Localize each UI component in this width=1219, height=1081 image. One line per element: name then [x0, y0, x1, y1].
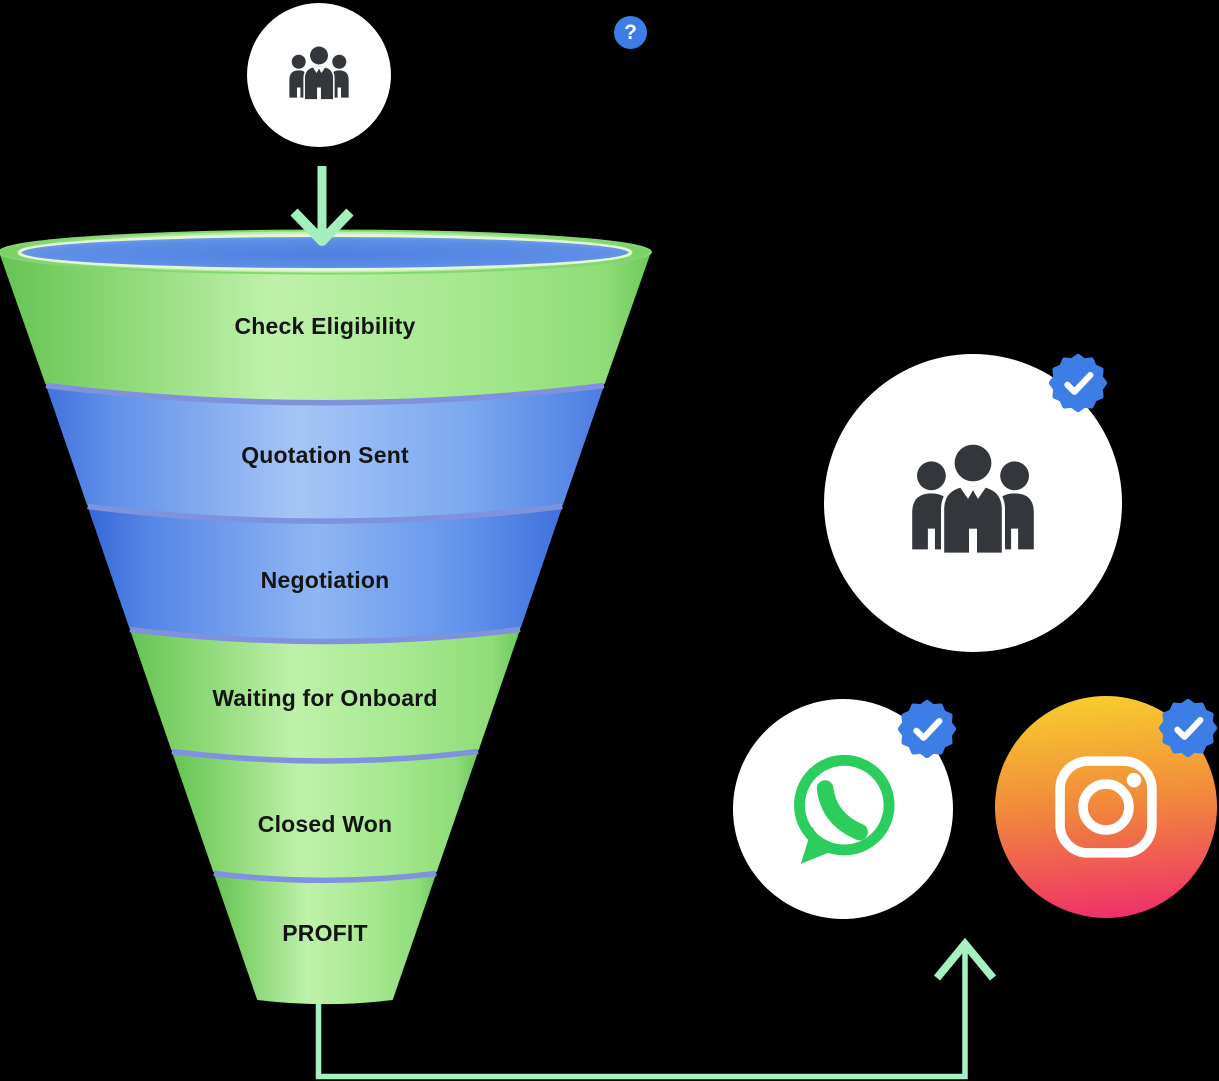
- verified-seal-shape: [897, 699, 957, 759]
- funnel-stage-label-waiting-for-onboard: Waiting for Onboard: [212, 685, 438, 711]
- funnel-stage-label-quotation-sent: Quotation Sent: [241, 442, 409, 468]
- funnel-divider-arcs: [45, 382, 605, 884]
- funnel-stage-label-check-eligibility: Check Eligibility: [234, 313, 416, 339]
- check-icon: [913, 717, 943, 741]
- verified-seal-shape: [1158, 698, 1218, 758]
- lead-source-circle: ?: [247, 3, 647, 147]
- question-badge: ?: [614, 16, 647, 49]
- funnel-stage-shape-closed-won: [172, 753, 478, 879]
- funnel-stage-label-profit: PROFIT: [282, 920, 368, 946]
- question-badge-text: ?: [624, 20, 637, 44]
- check-icon: [1174, 716, 1204, 740]
- check-icon: [1064, 371, 1094, 395]
- whatsapp-icon: [794, 754, 895, 865]
- funnel-stage-label-negotiation: Negotiation: [260, 567, 390, 593]
- instagram-icon: [1055, 756, 1157, 858]
- verified-badge: [1048, 353, 1108, 413]
- funnel-stage-shape-negotiation: [88, 508, 562, 641]
- funnel-mouth-opening: [22, 237, 628, 268]
- verified-seal-shape: [1048, 353, 1108, 413]
- team-icon: [289, 44, 349, 101]
- funnel-stage-shape-check-eligibility: [0, 252, 651, 402]
- verified-badge: [1158, 698, 1218, 758]
- funnel-stage-shape-quotation-sent: [46, 387, 604, 520]
- outflow-connector-arrow: [315, 937, 997, 1080]
- inflow-arrow: [290, 166, 354, 246]
- team-icon: [912, 441, 1034, 556]
- funnel-stage-label-closed-won: Closed Won: [257, 811, 393, 837]
- funnel-stage-shape-profit: [214, 875, 436, 1005]
- funnel-stage-shape-waiting-for-onboard: [130, 631, 520, 760]
- verified-badge: [897, 699, 957, 759]
